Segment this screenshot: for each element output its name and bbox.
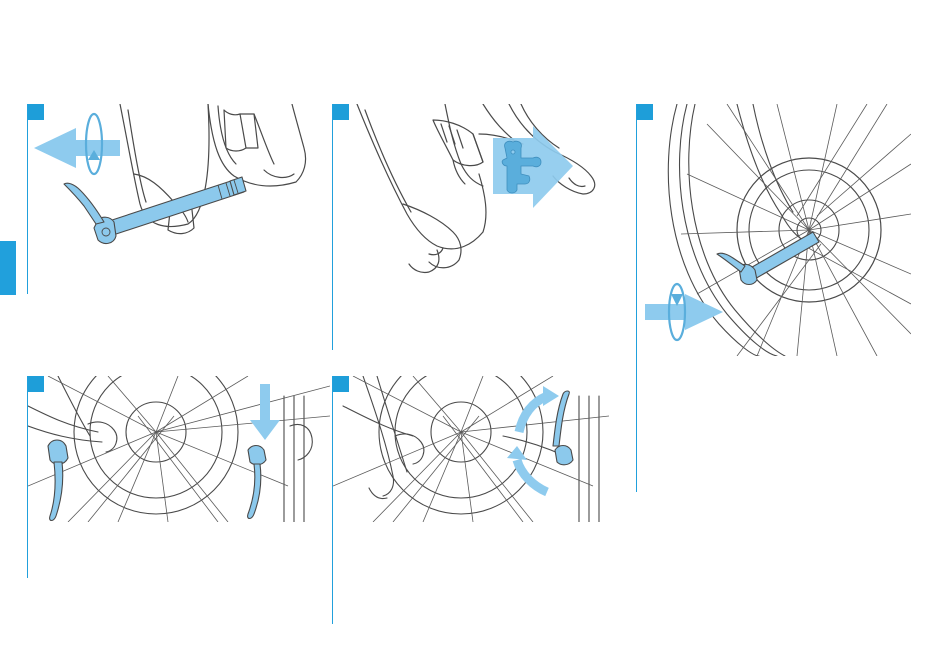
step-5-illustration: [333, 376, 609, 522]
step-2-illustration: [333, 104, 635, 294]
step-2-number: [333, 104, 349, 120]
step-5-number: [333, 376, 349, 392]
chapter-tab: [0, 241, 16, 295]
step-3-number: [637, 104, 653, 120]
step-4-illustration: [28, 376, 330, 522]
step-3-illustration: [637, 104, 911, 356]
step-1-number: [28, 104, 44, 120]
step-1-illustration: [28, 104, 330, 294]
step-4-number: [28, 376, 44, 392]
